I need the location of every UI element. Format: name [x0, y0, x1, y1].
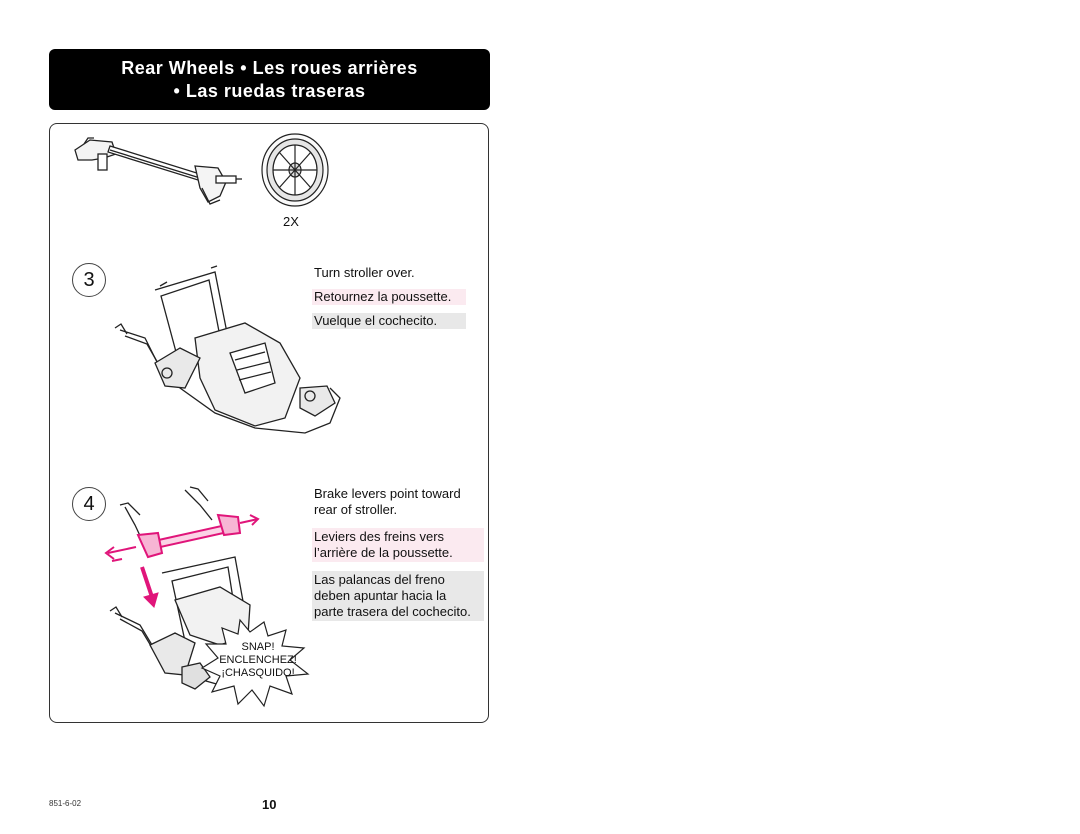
snap-text-es: ¡CHASQUIDO! — [221, 667, 295, 679]
step-3-text-en: Turn stroller over. — [314, 265, 415, 280]
step-4-es-bg — [312, 571, 484, 621]
step-4-text-fr-line1: Leviers des freins vers — [314, 529, 445, 544]
step-3-text-es: Vuelque el cochecito. — [312, 313, 466, 329]
step-4-number: 4 — [72, 487, 106, 521]
snap-text-en: SNAP! — [241, 641, 275, 653]
header-title-line1: Rear Wheels • Les roues arrières — [121, 58, 418, 78]
step-4-text-en-line1: Brake levers point toward — [314, 486, 461, 501]
rear-axle-illustration — [74, 137, 242, 205]
section-header: Rear Wheels • Les roues arrières • Las r… — [49, 49, 490, 110]
header-title-line2: • Las ruedas traseras — [173, 81, 366, 101]
page-number: 10 — [262, 797, 277, 812]
step-4-text-es-line3: parte trasera del cochecito. — [314, 604, 471, 619]
step-4-fr-bg — [312, 528, 484, 562]
step-4-text-es-line2: deben apuntar hacia la — [314, 588, 447, 603]
step-4-text-es-line1: Las palancas del freno — [314, 572, 445, 587]
wheel-illustration — [261, 133, 329, 207]
step-3-text-fr: Retournez la poussette. — [312, 289, 466, 305]
snap-burst-icon — [200, 618, 310, 708]
step-4-text-fr-line2: l’arrière de la poussette. — [314, 545, 453, 560]
snap-text-fr: ENCLENCHEZ! — [219, 654, 297, 666]
step-4-text-en-line2: rear of stroller. — [314, 502, 398, 517]
step-3-number: 3 — [72, 263, 106, 297]
stroller-turned-over-illustration — [114, 265, 341, 434]
wheel-count: 2X — [283, 214, 299, 229]
document-code: 851-6-02 — [49, 799, 82, 808]
instruction-panel — [49, 123, 489, 723]
axle-attach-illustration — [104, 486, 260, 690]
